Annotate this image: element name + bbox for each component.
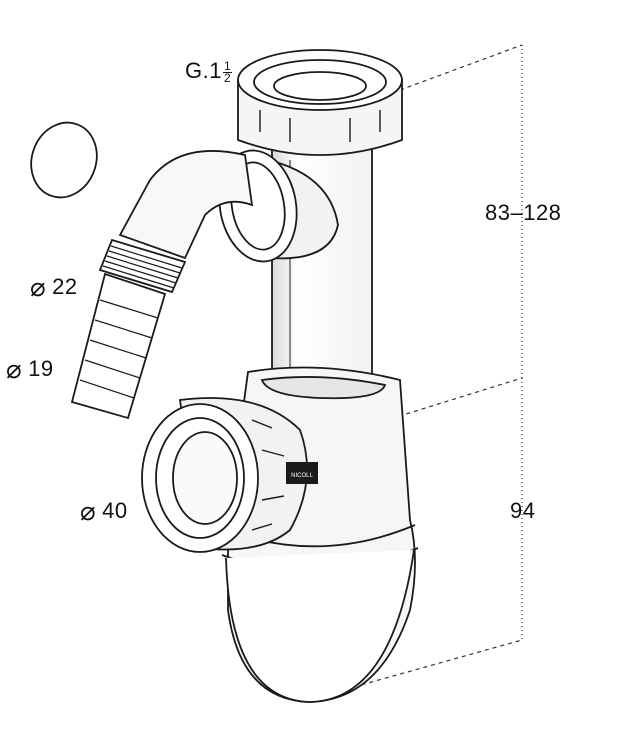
hose-inner-value: 19 [28,356,54,381]
brand-badge: NICOLL [286,462,318,484]
bottom-leader [299,639,523,703]
fraction-denominator: 2 [223,70,232,85]
brand-badge-text: NICOLL [291,473,313,479]
height-dimension-label: 83–128 [485,200,562,225]
diameter-symbol: ⌀ [30,272,47,302]
diameter-symbol: ⌀ [6,354,23,384]
hose-outer-value: 22 [52,274,78,299]
fraction-numerator: 1 [222,58,233,73]
stopper-disc [30,121,98,199]
diameter-symbol: ⌀ [80,496,97,526]
hose-inner-diameter-label: ⌀19 [6,354,54,385]
bowl [225,549,415,703]
outlet-value: 40 [102,498,128,523]
top-leader [399,44,523,91]
hose-outer-diameter-label: ⌀22 [30,272,78,303]
top-nut [237,49,403,156]
outlet-nut [141,397,308,553]
outlet-diameter-label: ⌀40 [80,496,128,527]
hose-barb [70,272,167,420]
trap-dimension-label: 94 [510,498,536,523]
thread-prefix: G.1 [185,58,222,83]
elbow-hose [70,150,254,420]
